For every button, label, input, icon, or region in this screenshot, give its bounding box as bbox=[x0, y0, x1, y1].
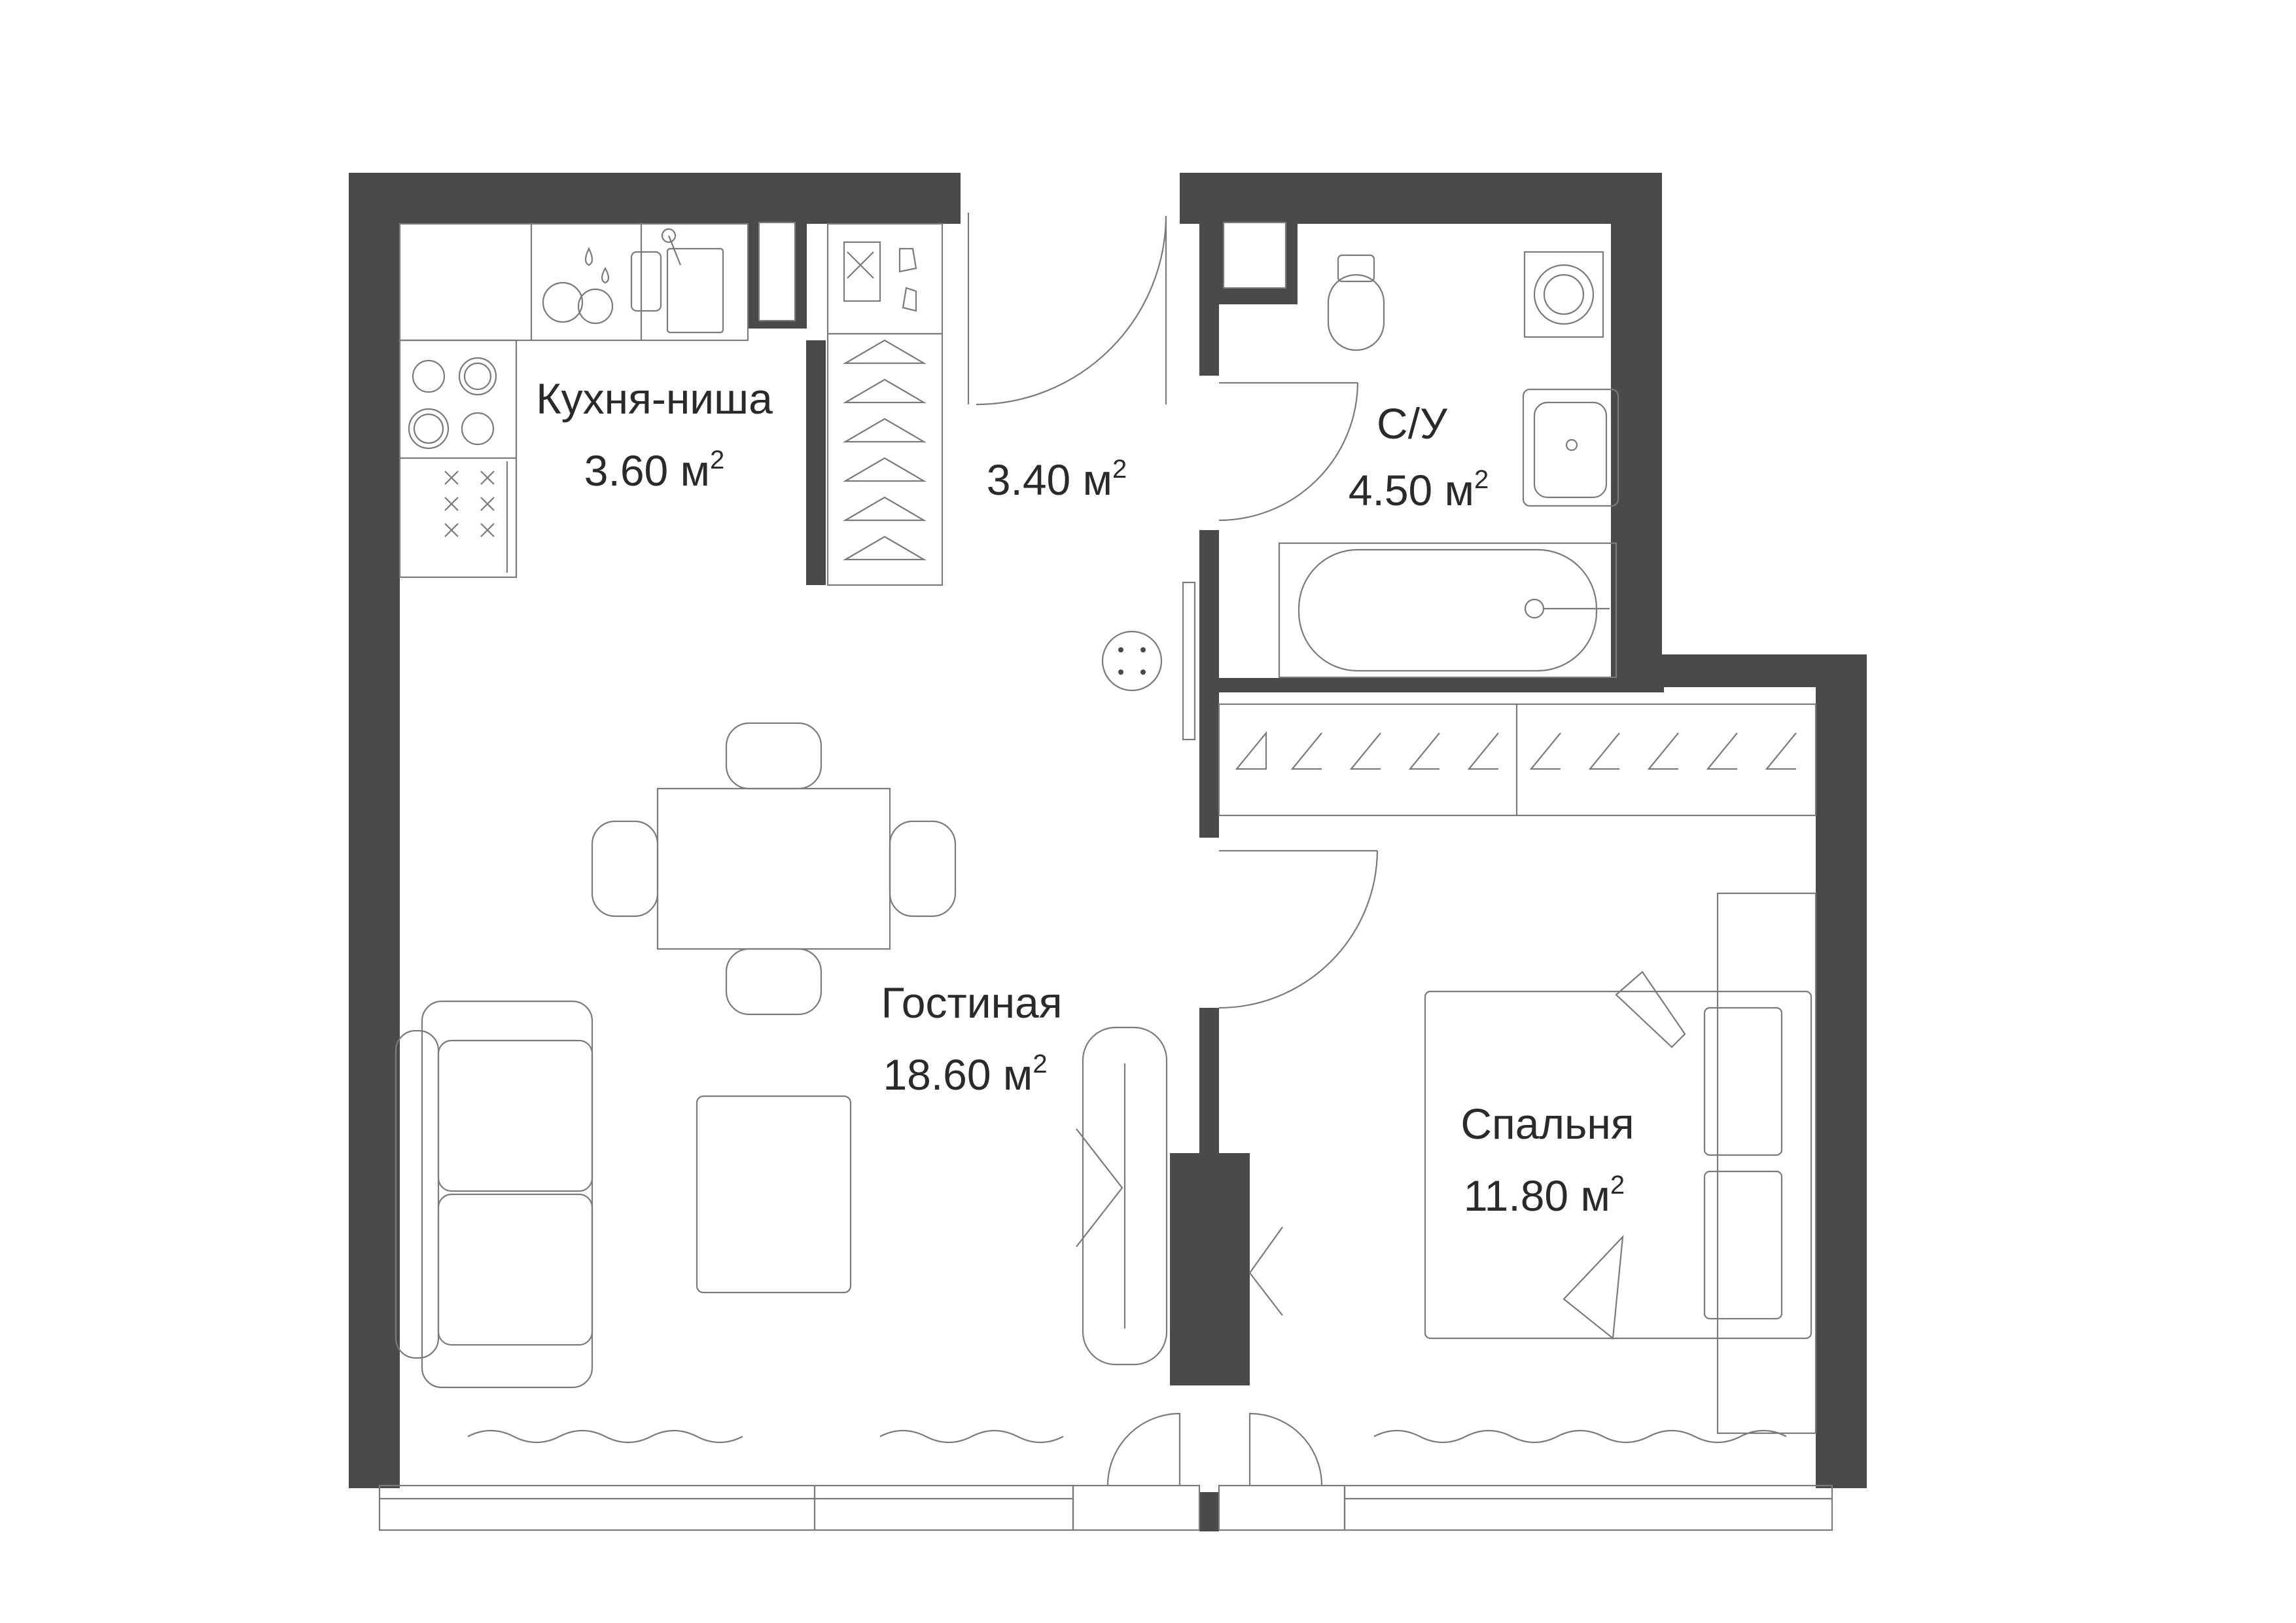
wall-bathroom-right bbox=[1611, 173, 1662, 658]
wall-top-right bbox=[1180, 173, 1662, 224]
balcony-door-right bbox=[1218, 1484, 1346, 1531]
coffee-table bbox=[696, 1095, 852, 1294]
wall-left-outer bbox=[349, 173, 400, 1488]
chair-right bbox=[889, 820, 957, 918]
hall-wardrobe-frame bbox=[826, 223, 944, 586]
bedroom-wardrobe bbox=[1218, 703, 1817, 817]
sofa bbox=[395, 1000, 593, 1389]
hanger-icon bbox=[1235, 730, 1797, 770]
wall-bedroom-right bbox=[1816, 654, 1867, 1488]
dining-set bbox=[591, 722, 957, 1016]
hall-area: 3.40 м2 bbox=[987, 455, 1127, 504]
hanger-icon bbox=[842, 339, 927, 561]
balcony-door-swing-left bbox=[1106, 1412, 1181, 1486]
tv-stand bbox=[1076, 1026, 1168, 1366]
living-name: Гостиная bbox=[881, 978, 1062, 1027]
windows bbox=[378, 1430, 1833, 1531]
kitchen-sink-icon bbox=[630, 228, 724, 334]
balcony-door-swing-right bbox=[1248, 1412, 1323, 1486]
washing-machine-icon bbox=[1523, 251, 1604, 338]
wall-bathroom-left-lower bbox=[1199, 530, 1219, 838]
living-area: 18.60 м2 bbox=[883, 1050, 1047, 1099]
bed bbox=[1424, 892, 1817, 1435]
kitchen-furniture bbox=[398, 223, 749, 579]
window-living bbox=[378, 1484, 1074, 1531]
bathroom-sink-icon bbox=[1522, 388, 1619, 507]
pillar-center bbox=[1170, 1153, 1250, 1385]
shoes-icon bbox=[843, 241, 917, 312]
wall-kitchen-partition bbox=[806, 340, 826, 585]
round-stool-icon bbox=[1101, 581, 1196, 741]
wall-top-left bbox=[349, 173, 961, 224]
bedroom-name: Спальня bbox=[1460, 1099, 1634, 1148]
curtain-living-1 bbox=[467, 1430, 743, 1443]
hall-wardrobe bbox=[826, 223, 944, 586]
shaft-left-inner bbox=[758, 221, 796, 322]
entrance-door-swing bbox=[976, 215, 1167, 406]
tv-wall-bracket bbox=[1248, 1226, 1283, 1316]
doors bbox=[967, 213, 1379, 1486]
curtain-bedroom bbox=[1373, 1430, 1787, 1443]
room-labels: Кухня-ниша 3.60 м2 3.40 м2 С/У 4.50 м2 Г… bbox=[536, 374, 1634, 1220]
bathtub-icon bbox=[1278, 542, 1617, 679]
oven-icon bbox=[444, 461, 508, 573]
dishwasher-icon bbox=[542, 247, 614, 325]
walls bbox=[349, 173, 1867, 1531]
wall-partition-upper bbox=[1199, 1008, 1219, 1155]
kitchen-name: Кухня-ниша bbox=[536, 374, 773, 423]
bedroom-area: 11.80 м2 bbox=[1464, 1171, 1625, 1220]
wall-bathroom-left-upper bbox=[1199, 173, 1219, 376]
bedroom-door-swing bbox=[1218, 850, 1379, 1009]
wall-bathroom-bottom bbox=[1219, 678, 1664, 692]
kitchen-area: 3.60 м2 bbox=[584, 446, 724, 495]
bathroom-door-swing bbox=[1218, 382, 1359, 522]
toilet-icon bbox=[1327, 254, 1385, 351]
balcony-door-left bbox=[1072, 1484, 1201, 1531]
chair-top bbox=[725, 722, 822, 790]
chair-left bbox=[591, 820, 659, 918]
curtain-living-2 bbox=[879, 1430, 1064, 1443]
bathroom-name: С/У bbox=[1377, 399, 1448, 448]
dining-table bbox=[656, 787, 891, 950]
bathroom-area: 4.50 м2 bbox=[1349, 465, 1489, 514]
window-bedroom bbox=[1343, 1484, 1833, 1531]
shaft-right-inner bbox=[1222, 221, 1287, 289]
chair-bottom bbox=[725, 948, 822, 1016]
kitchen-counter-top bbox=[398, 223, 749, 342]
wall-partition-lower bbox=[1199, 1492, 1219, 1531]
cooktop-icon bbox=[408, 357, 497, 450]
bathroom-fixtures bbox=[1101, 251, 1619, 741]
